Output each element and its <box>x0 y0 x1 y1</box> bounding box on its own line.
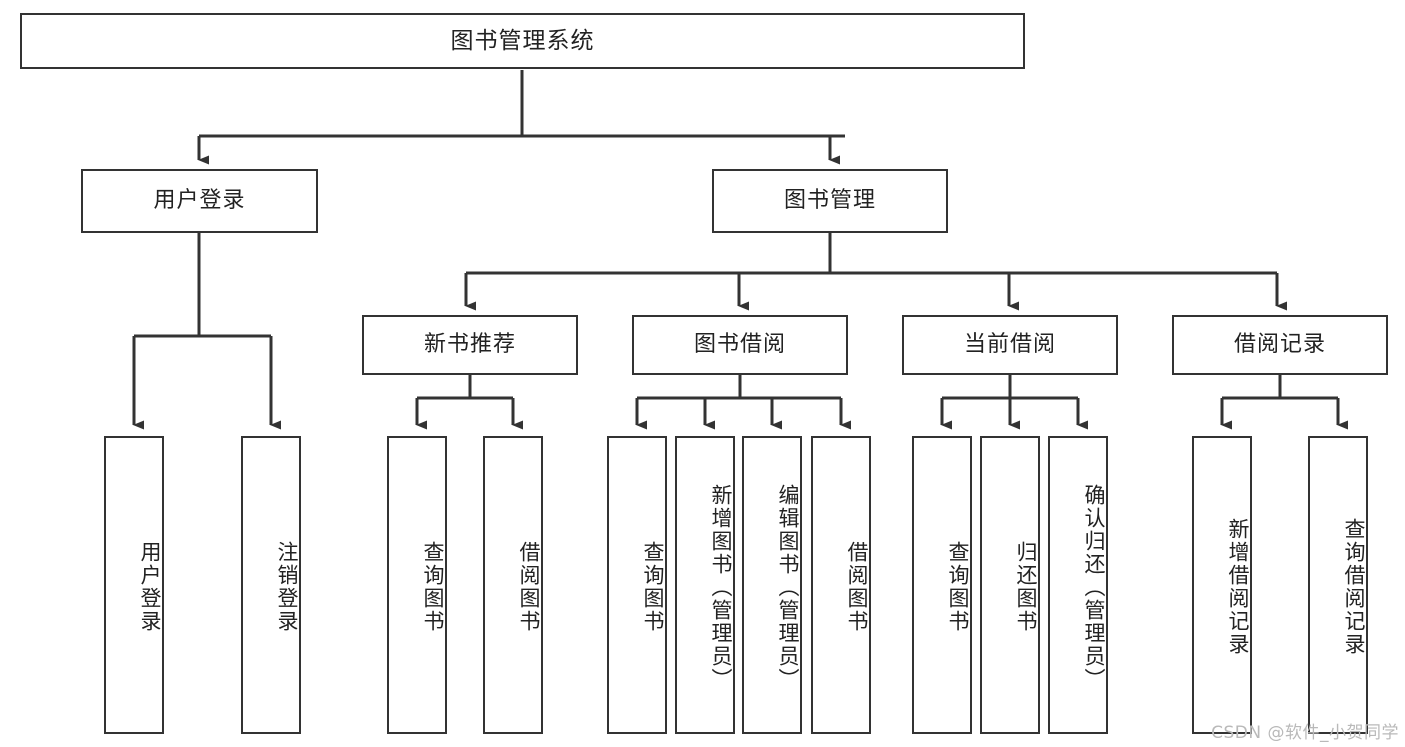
node-book-management[interactable]: 图书管理 <box>712 169 948 233</box>
leaf-book-borrow-edit[interactable]: 编辑图书（管理员） <box>742 436 802 734</box>
leaf-new-book-query[interactable]: 查询图书 <box>387 436 447 734</box>
leaf-borrow-records-add[interactable]: 新增借阅记录 <box>1192 436 1252 734</box>
leaf-new-book-borrow[interactable]: 借阅图书 <box>483 436 543 734</box>
node-new-book-recommend[interactable]: 新书推荐 <box>362 315 578 375</box>
leaf-current-borrow-confirm-return[interactable]: 确认归还（管理员） <box>1048 436 1108 734</box>
leaf-user-login-logout[interactable]: 注销登录 <box>241 436 301 734</box>
node-user-login[interactable]: 用户登录 <box>81 169 318 233</box>
leaf-book-borrow-add[interactable]: 新增图书（管理员） <box>675 436 735 734</box>
node-book-borrow[interactable]: 图书借阅 <box>632 315 848 375</box>
node-current-borrow[interactable]: 当前借阅 <box>902 315 1118 375</box>
leaf-user-login-login[interactable]: 用户登录 <box>104 436 164 734</box>
csdn-watermark: CSDN @软件_小贺同学 <box>1211 723 1399 743</box>
node-root-system[interactable]: 图书管理系统 <box>20 13 1025 69</box>
leaf-current-borrow-return[interactable]: 归还图书 <box>980 436 1040 734</box>
node-borrow-records[interactable]: 借阅记录 <box>1172 315 1388 375</box>
leaf-borrow-records-query[interactable]: 查询借阅记录 <box>1308 436 1368 734</box>
leaf-current-borrow-query[interactable]: 查询图书 <box>912 436 972 734</box>
leaf-book-borrow-borrow[interactable]: 借阅图书 <box>811 436 871 734</box>
leaf-book-borrow-query[interactable]: 查询图书 <box>607 436 667 734</box>
